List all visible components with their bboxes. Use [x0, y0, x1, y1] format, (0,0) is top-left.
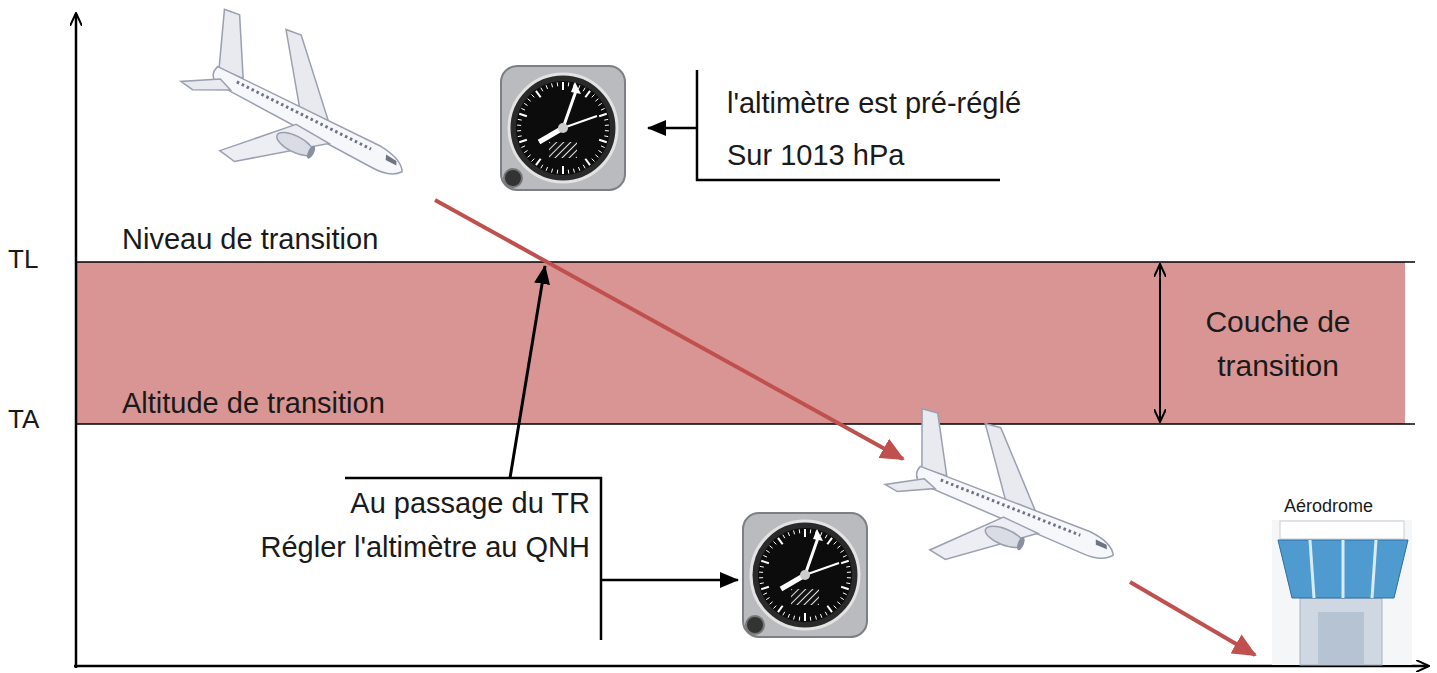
- callout-text: Sur 1013 hPa: [727, 138, 904, 173]
- altimeter: [501, 66, 625, 190]
- layer-label: Couche de transition: [1178, 300, 1378, 387]
- transition-band: [76, 262, 1405, 424]
- transition-layer: Niveau de transitionAltitude de transiti…: [76, 262, 1405, 424]
- control-tower: [1272, 520, 1412, 665]
- airplane: [160, 0, 437, 231]
- altimeter: [743, 513, 867, 637]
- callout-text: Régler l'altimètre au QNH: [261, 530, 590, 565]
- callout-text: l'altimètre est pré-réglé: [727, 86, 1021, 121]
- level-label: Niveau de transition: [122, 222, 378, 257]
- callout-text: Au passage du TR: [350, 486, 590, 521]
- altitude-label: Altitude de transition: [122, 386, 385, 421]
- aerodrome-label: Aérodrome: [1284, 496, 1373, 518]
- axis-label: TA: [8, 404, 39, 435]
- airplane: [867, 395, 1141, 617]
- axis-label: TL: [8, 244, 38, 275]
